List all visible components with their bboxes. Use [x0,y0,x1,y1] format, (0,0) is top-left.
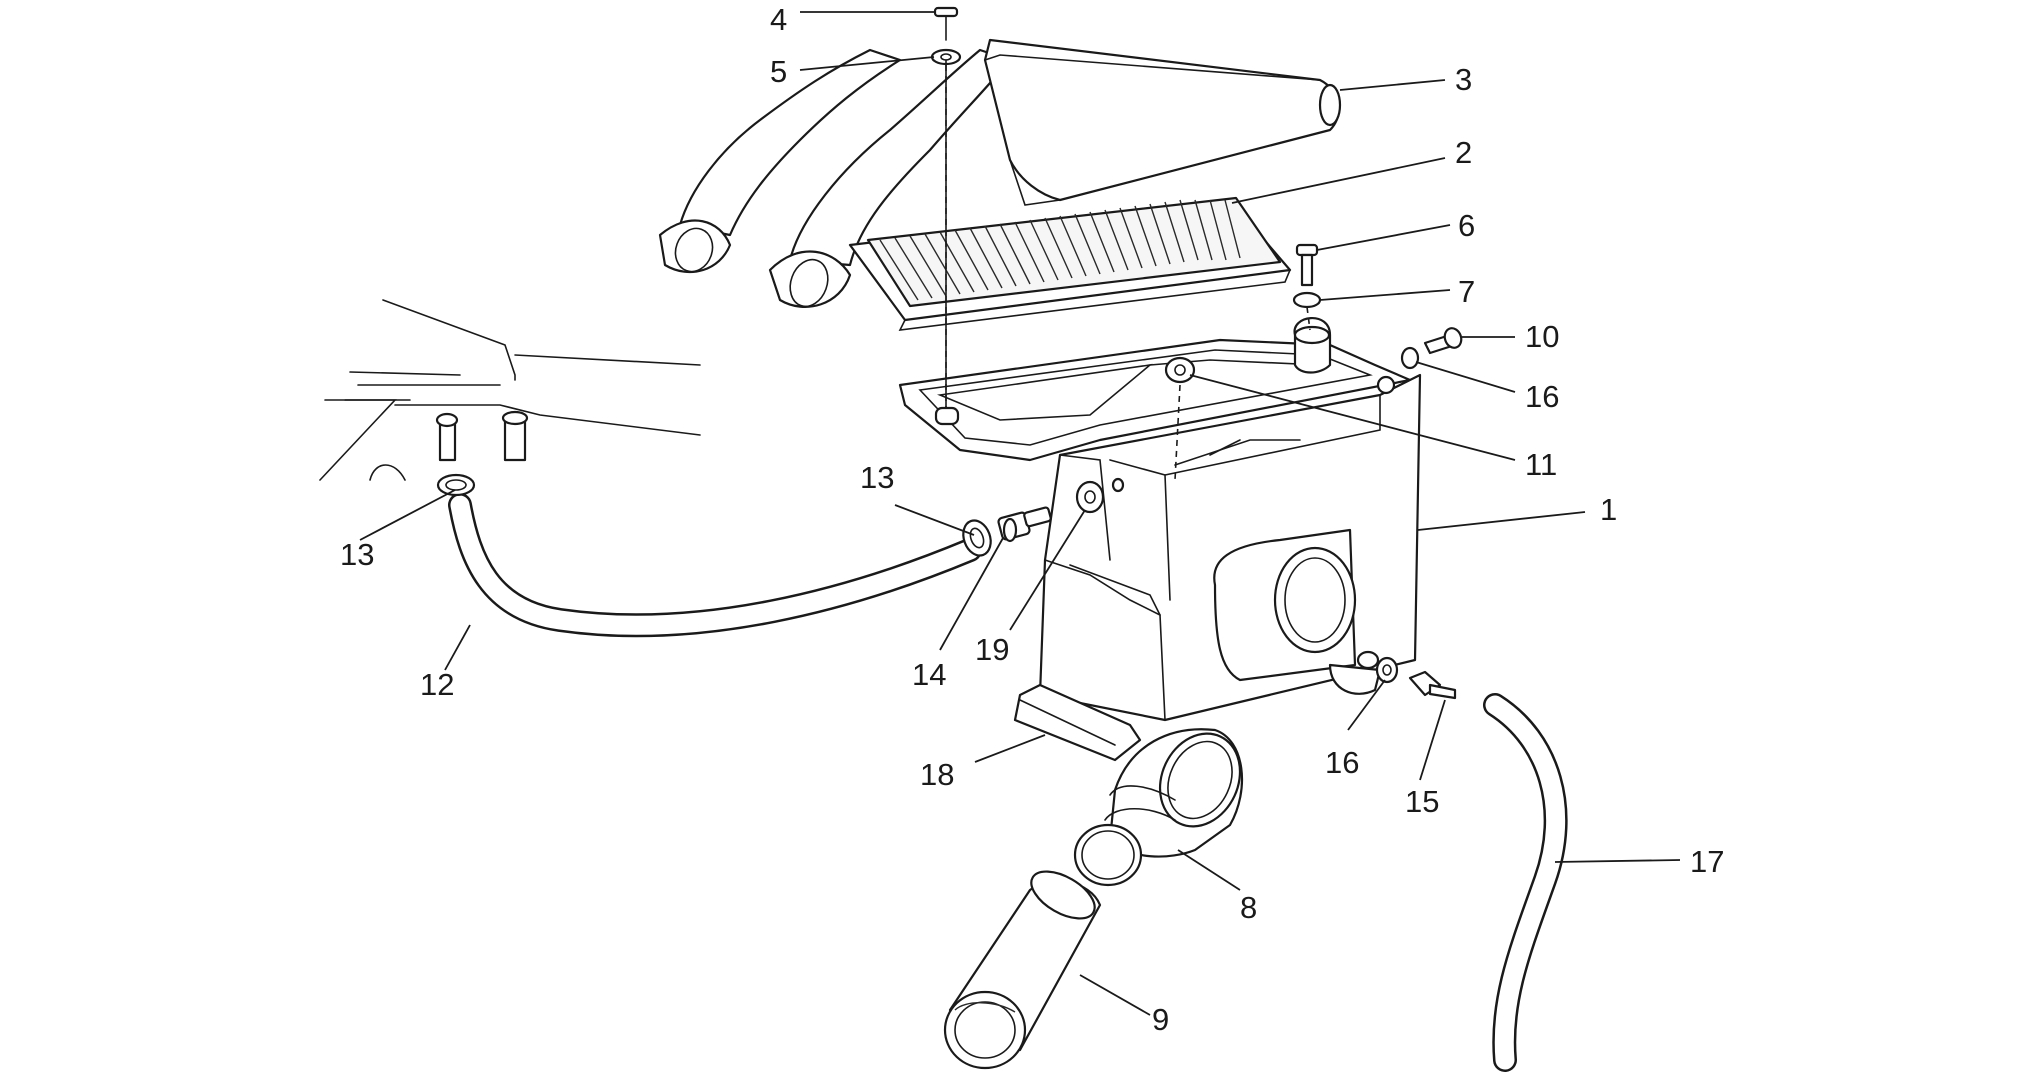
airbox-housing-part-1 [898,317,1422,722]
screw-part-10 [1423,327,1463,355]
callout-11: 11 [1525,447,1557,482]
callout-16-bottom: 16 [1325,745,1359,780]
callout-17: 17 [1690,844,1724,879]
washer-part-7 [1292,291,1322,309]
callout-19: 19 [975,632,1009,667]
callout-2: 2 [1455,135,1472,170]
hose-clamp-part-13-left [436,473,476,497]
screw-part-6 [1295,243,1319,287]
callout-5: 5 [770,54,787,89]
rubber-connector-part-8 [1073,728,1244,887]
callout-16-top: 16 [1525,379,1559,414]
callout-labels: 1 2 3 4 5 6 7 8 9 10 11 12 13 13 14 15 1… [340,2,1724,1037]
callout-18: 18 [920,757,954,792]
leader-lines [359,11,1681,1016]
washer-part-19 [1075,477,1125,514]
callout-15: 15 [1405,784,1439,819]
drain-hose-part-17 [1483,693,1568,1072]
frame-fragment [319,299,701,481]
callout-6: 6 [1458,208,1475,243]
washer-part-16-bottom [1375,656,1399,684]
screw-part-15 [1408,670,1457,700]
screw-part-4 [933,6,959,41]
callout-12: 12 [420,667,454,702]
callout-7: 7 [1458,274,1475,309]
washer-part-16-top [1400,346,1420,370]
callout-4: 4 [770,2,787,37]
breather-hose-part-12 [448,493,982,638]
air-filter-part-2 [848,196,1292,331]
callout-14: 14 [912,657,946,692]
callout-13-right: 13 [860,460,894,495]
intake-tube-part-9 [943,870,1102,1070]
callout-1: 1 [1600,492,1617,527]
callout-8: 8 [1240,890,1257,925]
callout-13-left: 13 [340,537,374,572]
airbox-cover-part-3 [658,38,1342,308]
callout-10: 10 [1525,319,1559,354]
hose-clamp-part-13-right [962,519,992,557]
callout-3: 3 [1455,62,1472,97]
hose-fitting-part-14 [997,506,1052,543]
heat-shield-part-18 [1013,683,1142,762]
callout-9: 9 [1152,1002,1169,1037]
